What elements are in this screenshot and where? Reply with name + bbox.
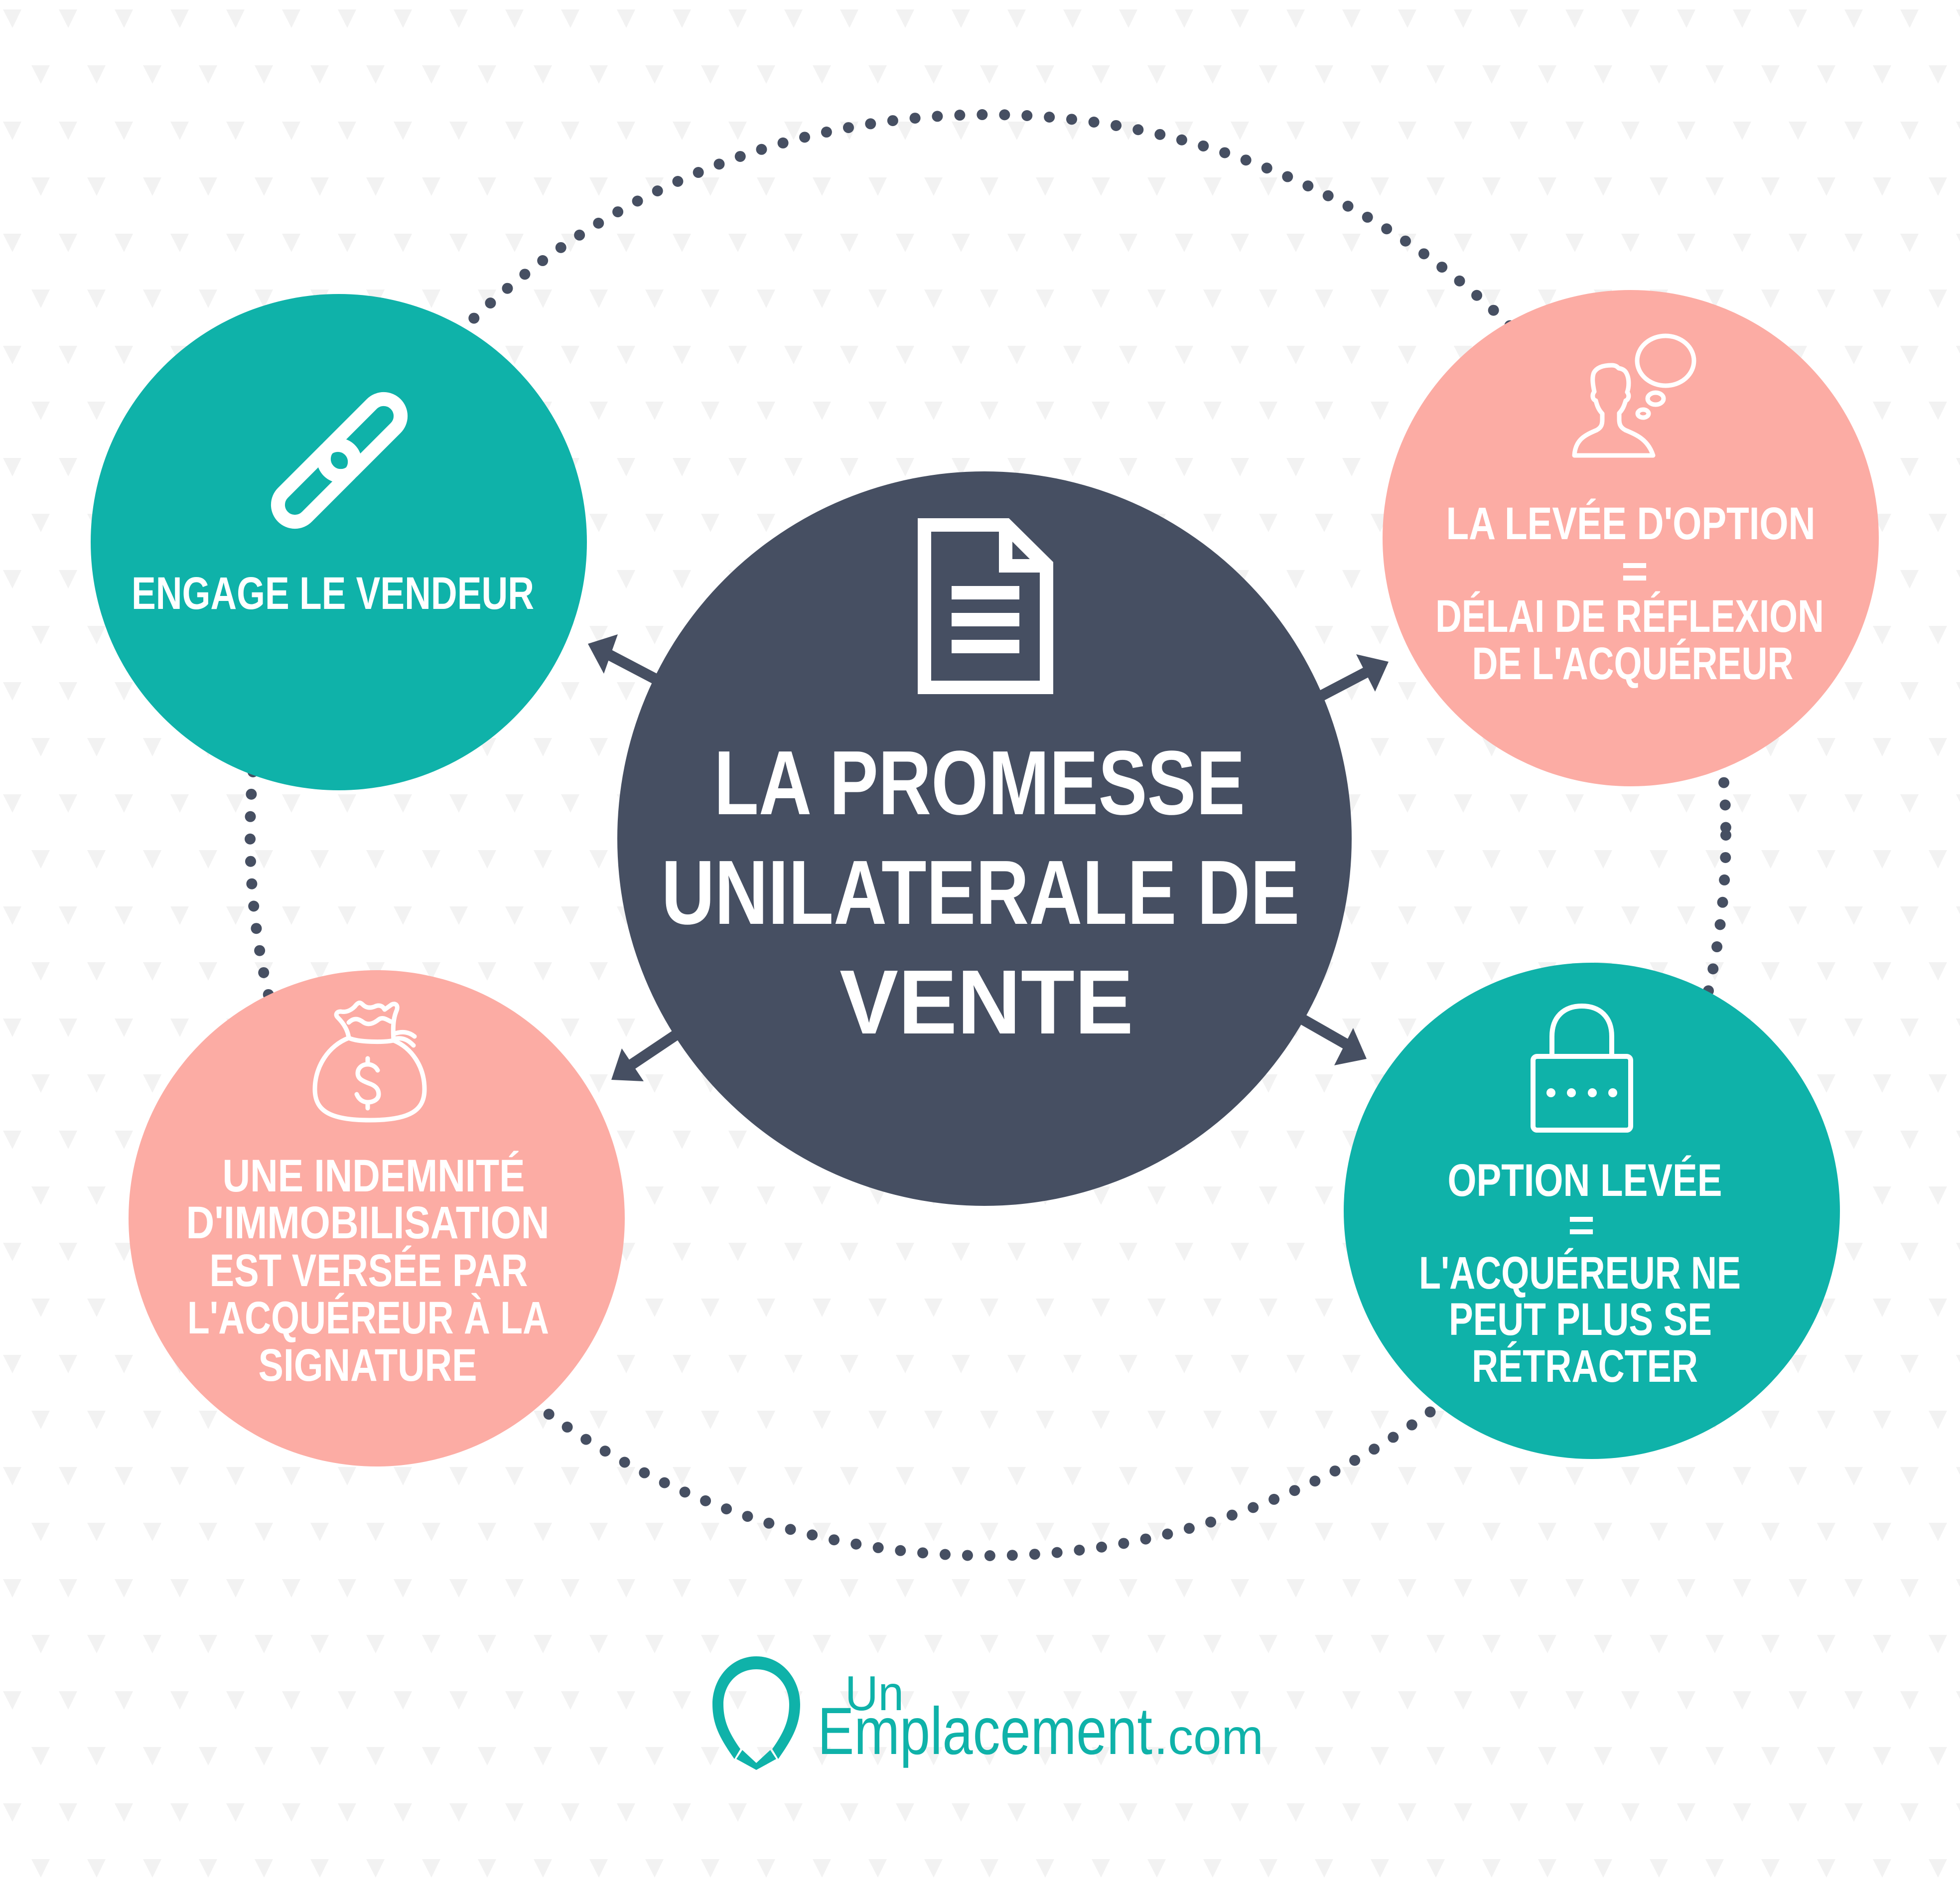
center-title-line-3: VENTE xyxy=(840,951,1133,1053)
node-text-line: D'IMMOBILISATION xyxy=(186,1197,550,1248)
node-text-line: RÉTRACTER xyxy=(1472,1340,1698,1392)
arrow-to-top-right xyxy=(1315,654,1389,703)
logo-text-dotcom: .com xyxy=(1154,1709,1263,1765)
node-text-line: ENGAGE LE VENDEUR xyxy=(132,568,534,619)
map-pin-icon xyxy=(712,1656,800,1770)
person-thinking-icon xyxy=(1572,333,1696,458)
money-bag-icon xyxy=(312,1001,427,1123)
arrow-to-top-left xyxy=(588,634,661,685)
node-text-line: EST VERSÉE PAR xyxy=(210,1245,528,1296)
center-circle xyxy=(617,471,1352,1206)
node-engage-vendeur: ENGAGE LE VENDEUR xyxy=(91,294,587,790)
node-option-levee: OPTION LEVÉE = L'ACQUÉREUR NE PEUT PLUS … xyxy=(1344,963,1840,1459)
node-circle xyxy=(1383,290,1879,786)
center-node: LA PROMESSE UNILATERALE DE VENTE xyxy=(617,471,1352,1206)
node-text-line: PEUT PLUS SE xyxy=(1449,1294,1712,1345)
padlock-dots xyxy=(1546,1088,1617,1097)
logo-text-un: Un xyxy=(845,1666,904,1721)
padlock-icon xyxy=(1531,1003,1633,1133)
center-title-line-1: LA PROMESSE xyxy=(714,731,1245,834)
node-text-equals: = xyxy=(1621,546,1648,597)
node-circle xyxy=(91,294,587,790)
center-title-line-2: UNILATERALE DE xyxy=(662,841,1300,943)
node-text-line: L'ACQUÉREUR NE xyxy=(1419,1247,1741,1299)
dotted-orbit-ring xyxy=(245,109,1731,1561)
node-text-line: LA LEVÉE D'OPTION xyxy=(1446,498,1816,549)
node-text-line: UNE INDEMNITÉ xyxy=(223,1150,525,1201)
node-text-line: OPTION LEVÉE xyxy=(1448,1155,1722,1206)
brand-logo[interactable]: Un Emplacement .com xyxy=(712,1656,1263,1770)
node-indemnite: UNE INDEMNITÉ D'IMMOBILISATION EST VERSÉ… xyxy=(129,970,625,1466)
node-circle xyxy=(1344,963,1840,1459)
node-text-line: DÉLAI DE RÉFLEXION xyxy=(1435,590,1824,642)
node-text-line: DE L'ACQUÉREUR xyxy=(1472,638,1794,689)
node-levee-option: LA LEVÉE D'OPTION = DÉLAI DE RÉFLEXION D… xyxy=(1383,290,1879,786)
arrow-to-bottom-right xyxy=(1297,1013,1367,1065)
node-text-line: SIGNATURE xyxy=(259,1340,477,1391)
node-text-line: L'ACQUÉREUR À LA xyxy=(187,1292,549,1343)
arrow-to-bottom-left xyxy=(611,1030,679,1081)
node-text-equals: = xyxy=(1568,1200,1595,1251)
node-circle xyxy=(129,970,625,1466)
chain-link-icon xyxy=(271,392,408,529)
document-icon xyxy=(918,518,1053,694)
logo-text-emplacement: Emplacement xyxy=(818,1694,1152,1768)
